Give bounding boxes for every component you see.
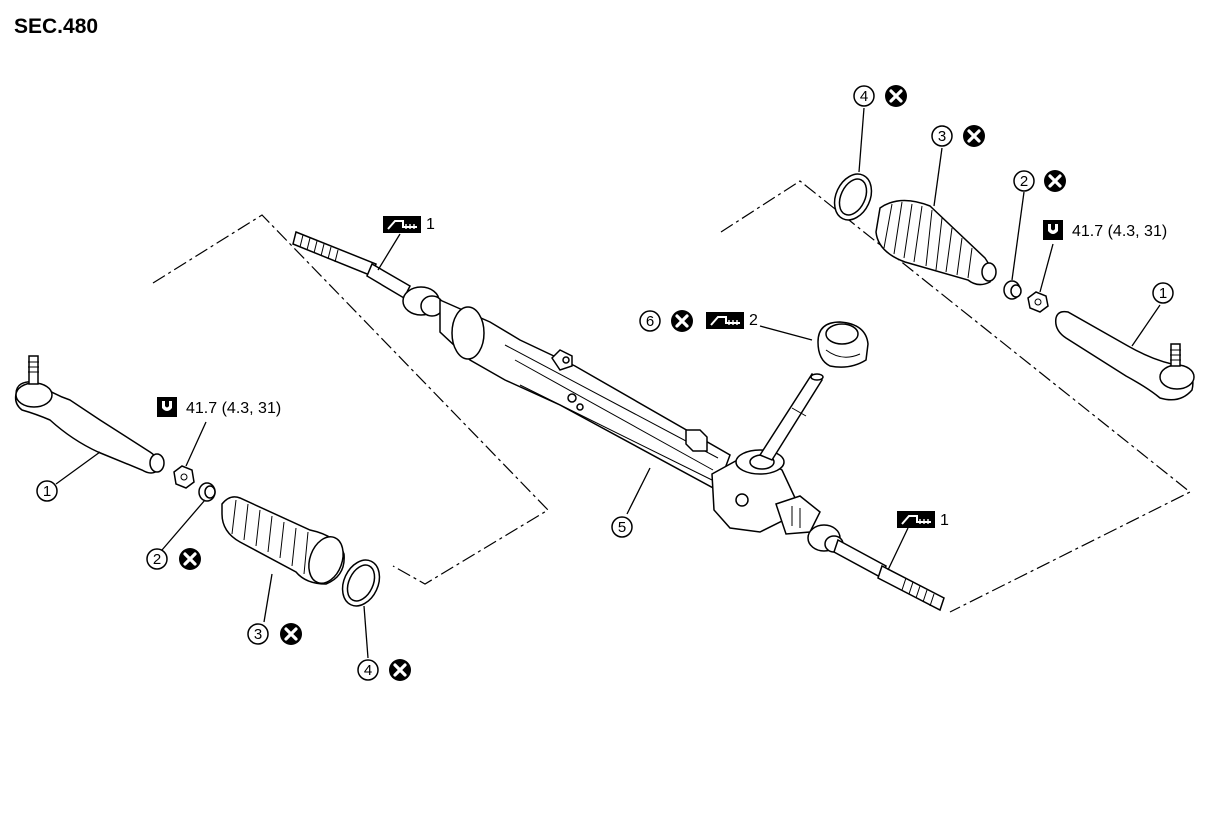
lock-nut-left <box>198 482 216 502</box>
grease-qty-right: 1 <box>940 512 949 529</box>
callout-4-right: 4 <box>853 83 909 109</box>
part-number-2: 2 <box>1020 173 1028 190</box>
do-not-reuse-icon <box>278 621 304 647</box>
lock-nut-right <box>1003 280 1022 300</box>
grease-upper: 1 <box>377 215 435 271</box>
grease-icon <box>382 215 422 234</box>
part-number-4: 4 <box>364 662 372 679</box>
do-not-reuse-icon <box>961 123 987 149</box>
callout-1-right: 1 <box>1152 282 1174 304</box>
leader-torque-left <box>185 421 207 467</box>
tie-rod-end-right <box>1054 310 1195 401</box>
callout-3-right: 3 <box>931 123 987 149</box>
leader-grease-upper <box>377 233 401 271</box>
boot-right <box>875 199 997 286</box>
part-number-5: 5 <box>618 519 626 536</box>
grease-icon <box>896 510 936 529</box>
callout-3-left: 3 <box>247 621 304 647</box>
do-not-reuse-icon <box>1042 168 1068 194</box>
torque-value-right: 41.7 (4.3, 31) <box>1072 223 1167 240</box>
part-number-1: 1 <box>1159 285 1167 302</box>
part-number-3: 3 <box>254 626 262 643</box>
boot-band-right <box>833 173 873 221</box>
leader-torque-right <box>1039 243 1054 293</box>
leader-5 <box>626 467 651 515</box>
do-not-reuse-icon <box>387 657 413 683</box>
grease-icon <box>705 311 745 330</box>
boot-left <box>221 496 345 585</box>
torque-left: 41.7 (4.3, 31) <box>157 397 281 417</box>
torque-wrench-icon <box>1043 220 1063 240</box>
callout-2-right: 2 <box>1013 168 1068 194</box>
leader-grease-right <box>887 527 909 571</box>
nut-left <box>173 465 195 489</box>
grommet <box>817 321 869 368</box>
section-title: SEC.480 <box>14 15 98 38</box>
nut-right <box>1027 291 1049 313</box>
part-number-4: 4 <box>860 88 868 105</box>
leader-3-right <box>933 147 943 207</box>
boot-band-left <box>341 559 381 607</box>
callout-1-left: 1 <box>36 480 58 502</box>
callout-2-left: 2 <box>146 546 203 572</box>
torque-value-left: 41.7 (4.3, 31) <box>186 400 281 417</box>
part-number-1: 1 <box>43 483 51 500</box>
leader-6 <box>759 325 813 341</box>
right-boundary-line <box>720 180 1192 613</box>
callout-4-left: 4 <box>357 657 413 683</box>
leader-2-left <box>161 499 206 551</box>
leader-4-left <box>363 605 369 659</box>
grease-qty-grommet: 2 <box>749 312 758 329</box>
torque-wrench-icon <box>157 397 177 417</box>
left-boundary-line <box>152 214 549 585</box>
do-not-reuse-icon <box>883 83 909 109</box>
leader-1-right <box>1131 304 1161 347</box>
do-not-reuse-icon <box>669 308 695 334</box>
part-number-2: 2 <box>153 551 161 568</box>
torque-right: 41.7 (4.3, 31) <box>1043 220 1167 240</box>
leader-1-left <box>55 451 101 485</box>
part-number-3: 3 <box>938 128 946 145</box>
leader-3-left <box>263 573 273 623</box>
callout-5: 5 <box>611 516 633 538</box>
leader-4-right <box>858 107 865 173</box>
callout-6: 6 2 <box>639 308 758 334</box>
do-not-reuse-icon <box>177 546 203 572</box>
grease-qty-upper: 1 <box>426 216 435 233</box>
steering-gear-assembly <box>292 230 945 612</box>
leader-2-right <box>1011 191 1025 281</box>
grease-right: 1 <box>887 510 949 571</box>
part-number-6: 6 <box>646 313 654 330</box>
tie-rod-end-left <box>14 355 165 474</box>
